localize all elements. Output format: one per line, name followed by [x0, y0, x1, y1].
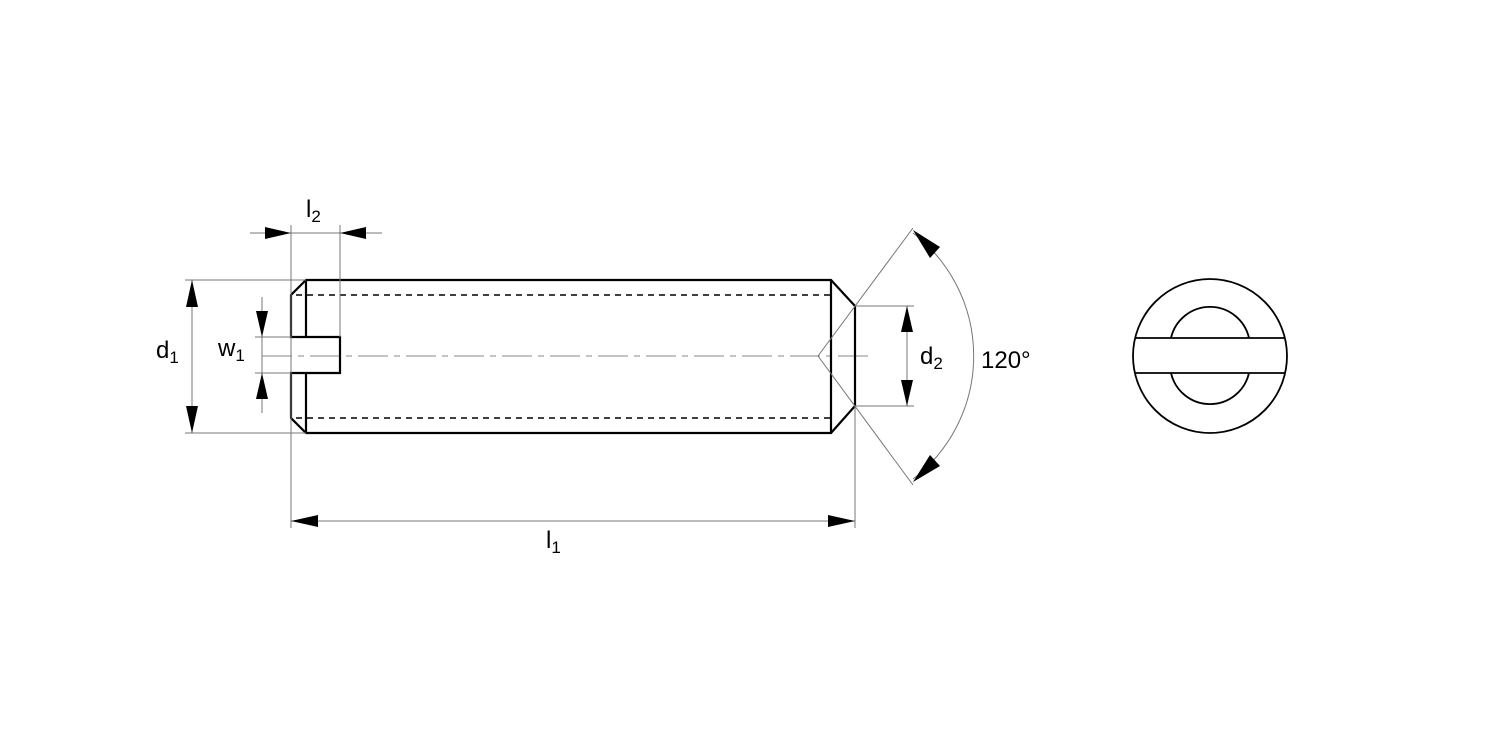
- label-d2: d2: [920, 343, 943, 373]
- label-w1: w1: [217, 335, 245, 365]
- dimension-w1: w1: [217, 297, 291, 413]
- label-l1: l1: [546, 527, 561, 557]
- label-d1: d1: [156, 337, 179, 367]
- dimension-d2: d2: [855, 305, 943, 407]
- screw-end-view: [1132, 278, 1288, 434]
- label-angle: 120°: [981, 347, 1031, 374]
- dimension-l2: l2: [250, 196, 382, 528]
- label-l2: l2: [306, 196, 321, 226]
- dimension-l1: l1: [291, 406, 856, 557]
- dimension-d1: d1: [156, 279, 306, 434]
- dimension-angle: 120°: [912, 230, 1031, 482]
